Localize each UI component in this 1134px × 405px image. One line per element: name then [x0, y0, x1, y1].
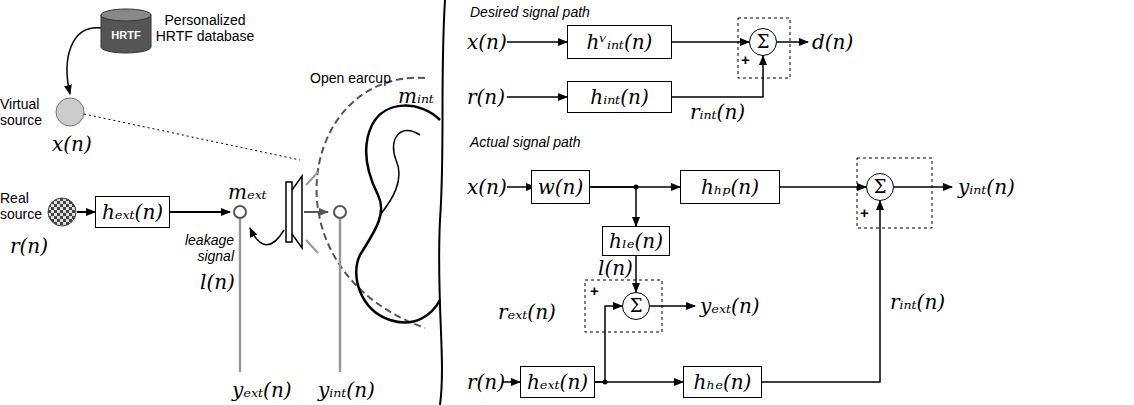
virtual-source — [56, 98, 84, 126]
sum-frame — [857, 158, 932, 228]
node-text: hₗₑ(n) — [609, 229, 663, 253]
signal-name: r(n) — [467, 370, 505, 394]
node-text: w(n) — [538, 175, 584, 199]
sum-symbol: Σ — [630, 294, 643, 318]
signal-name: x(n) — [52, 132, 92, 156]
sign: + — [590, 283, 599, 299]
signal-name: rᵢₙₜ(n) — [690, 100, 745, 124]
filter-box: hₗₑ(n) — [602, 226, 670, 256]
caption-text: Real source — [0, 190, 46, 222]
signal-name: mᵢₙₜ — [398, 84, 434, 108]
database-cylinder: HRTF — [100, 8, 152, 54]
node-text: hᵢₙₜ(n) — [590, 85, 648, 109]
caption-text: Actual signal path — [470, 134, 581, 150]
filter-box: hₑₓₜ(n) — [520, 366, 595, 398]
wire — [77, 211, 95, 213]
mic-int — [334, 206, 346, 218]
leakage-arrow — [250, 228, 284, 245]
signal-name: yₑₓₜ(n) — [232, 378, 292, 402]
node-text: hₑₓₜ(n) — [102, 200, 163, 224]
open-earcup — [317, 78, 425, 328]
signal-name: d(n) — [812, 30, 853, 54]
real-source — [48, 198, 76, 226]
signal-name: r(n) — [467, 85, 505, 109]
drawing-part — [777, 41, 808, 43]
signal-name: l(n) — [598, 256, 633, 280]
signal-name: x(n) — [467, 30, 507, 54]
mic-ext — [234, 206, 246, 218]
head — [439, 0, 445, 405]
drawing-part — [507, 41, 567, 43]
signal-connector — [595, 306, 622, 382]
summing-junction: Σ — [866, 173, 894, 201]
summing-junction: Σ — [749, 28, 777, 56]
mic-stem — [239, 218, 242, 372]
mic-stem — [339, 218, 342, 372]
signal-name: rᵢₙₜ(n) — [890, 290, 945, 314]
drawing-part — [894, 186, 952, 188]
signal-arrows — [502, 42, 952, 382]
sign: + — [741, 52, 750, 68]
sign: + — [860, 205, 869, 221]
sum-symbol: Σ — [757, 30, 770, 54]
sum-frame — [738, 18, 790, 78]
summing-junction: Σ — [622, 292, 650, 320]
sound-line — [306, 172, 318, 185]
drawing-part — [507, 96, 567, 98]
node-text: hₑₓₜ(n) — [527, 370, 588, 394]
dotted-line — [84, 114, 300, 160]
node-text: hₕₚ(n) — [701, 175, 759, 199]
signal-connector — [590, 187, 636, 226]
signal-name: x(n) — [467, 175, 507, 199]
drawing-part — [650, 305, 695, 307]
caption-text: Desired signal path — [470, 4, 590, 20]
caption-text: Personalized HRTF database — [155, 12, 255, 44]
signal-name: l(n) — [200, 270, 235, 294]
speaker — [286, 182, 292, 242]
caption-text: Open earcup — [310, 70, 391, 86]
filter-box: w(n) — [531, 170, 591, 204]
signal-connector — [780, 186, 866, 188]
ear-fold — [380, 131, 420, 215]
signal-name: yᵢₙₜ(n) — [318, 378, 375, 402]
ear — [356, 106, 440, 323]
caption-text: Virtual source — [0, 96, 48, 128]
hrtf-arrow — [67, 28, 102, 94]
node-text: hᵛᵢₙₜ(n) — [587, 30, 653, 54]
wire — [170, 211, 230, 213]
signal-connector — [595, 381, 683, 383]
signal-name: rₑₓₜ(n) — [498, 300, 556, 324]
signal-connector — [635, 256, 637, 292]
caption-text: leakage signal — [176, 232, 234, 264]
filter-box: hᵢₙₜ(n) — [567, 81, 672, 113]
sound-line — [306, 240, 318, 253]
filter-box: hₕₚ(n) — [680, 170, 780, 204]
signal-name: mₑₓₜ — [228, 180, 267, 204]
sum-symbol: Σ — [874, 175, 887, 199]
filter-box: hₑₓₜ(n) — [95, 196, 170, 228]
sound-arrow — [304, 211, 328, 213]
signal-name: r(n) — [10, 234, 48, 258]
speaker-cone — [292, 176, 302, 248]
signal-connector — [672, 41, 749, 43]
node-text: HRTF — [111, 27, 140, 43]
signal-name: yᵢₙₜ(n) — [958, 175, 1015, 199]
filter-box: hₕₑ(n) — [683, 366, 762, 398]
signal-connector — [762, 201, 880, 382]
drawing-part — [101, 9, 151, 21]
signal-name: yₑₓₜ(n) — [700, 294, 760, 318]
filter-box: hᵛᵢₙₜ(n) — [567, 25, 672, 59]
node-text: hₕₑ(n) — [694, 370, 752, 394]
